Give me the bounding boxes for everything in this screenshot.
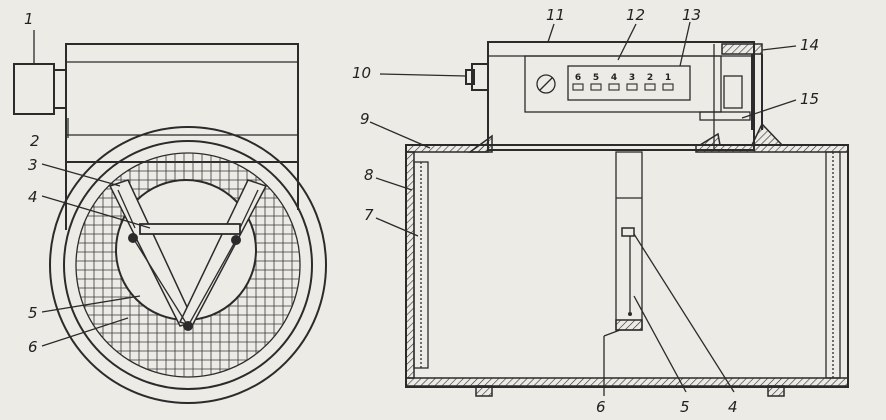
- label-4-right: 4: [728, 398, 738, 416]
- connector-neck: [53, 69, 67, 109]
- pipe-outer-ring: [49, 126, 327, 404]
- hot-film-sensor: [621, 227, 635, 237]
- label-3: 3: [28, 156, 38, 174]
- label-2: 2: [30, 132, 40, 150]
- trimmer-screw: [536, 74, 556, 94]
- pipe-inner-ring: [63, 140, 313, 390]
- sensor-holder: [699, 111, 751, 121]
- pin-label: 1: [665, 73, 671, 83]
- pipe-wall-top-right: [695, 144, 849, 153]
- label-12: 12: [626, 6, 645, 24]
- pin-label: 2: [647, 73, 653, 83]
- label-6: 6: [28, 338, 38, 356]
- pin-contact: [662, 83, 674, 91]
- pin-label: 4: [611, 73, 617, 83]
- right-view: 6 5 4 3 2 1: [352, 6, 849, 416]
- label-8: 8: [364, 166, 374, 184]
- label-4: 4: [28, 188, 38, 206]
- electronics-cover: [487, 41, 755, 151]
- pin-terminal-block: [567, 65, 691, 101]
- temperature-sensor: [723, 75, 743, 109]
- label-15: 15: [800, 90, 819, 108]
- connector-plug: [13, 63, 55, 115]
- pin-contact: [644, 83, 656, 91]
- pin-contact: [608, 83, 620, 91]
- label-5-right: 5: [680, 398, 690, 416]
- foot-right: [767, 385, 785, 397]
- mesh-left: [413, 161, 429, 369]
- pin-contact: [626, 83, 638, 91]
- side-plug: [471, 63, 489, 91]
- pin-contact: [590, 83, 602, 91]
- label-14: 14: [800, 36, 819, 54]
- foot-left: [475, 385, 493, 397]
- tube-base: [615, 319, 643, 331]
- label-7: 7: [364, 206, 374, 224]
- pin-terminals: 6 5 4 3 2 1: [572, 73, 674, 91]
- pin-label: 5: [593, 73, 599, 83]
- label-5: 5: [28, 304, 38, 322]
- label-1: 1: [24, 10, 34, 28]
- pin-label: 3: [629, 73, 635, 83]
- label-10: 10: [352, 64, 371, 82]
- cover-seal: [721, 43, 763, 55]
- label-13: 13: [682, 6, 701, 24]
- pin-label: 6: [575, 73, 581, 83]
- label-11: 11: [546, 6, 565, 24]
- circuit-board: [524, 55, 722, 113]
- label-9: 9: [360, 110, 370, 128]
- pin-contact: [572, 83, 584, 91]
- left-view: 1 2 3 4 5 6: [13, 10, 327, 404]
- flange-left-outer: [405, 151, 415, 379]
- pipe-wall-bottom: [405, 377, 849, 387]
- label-6-right: 6: [596, 398, 606, 416]
- pipe-body: [405, 144, 849, 388]
- hot-film-element: [139, 223, 241, 235]
